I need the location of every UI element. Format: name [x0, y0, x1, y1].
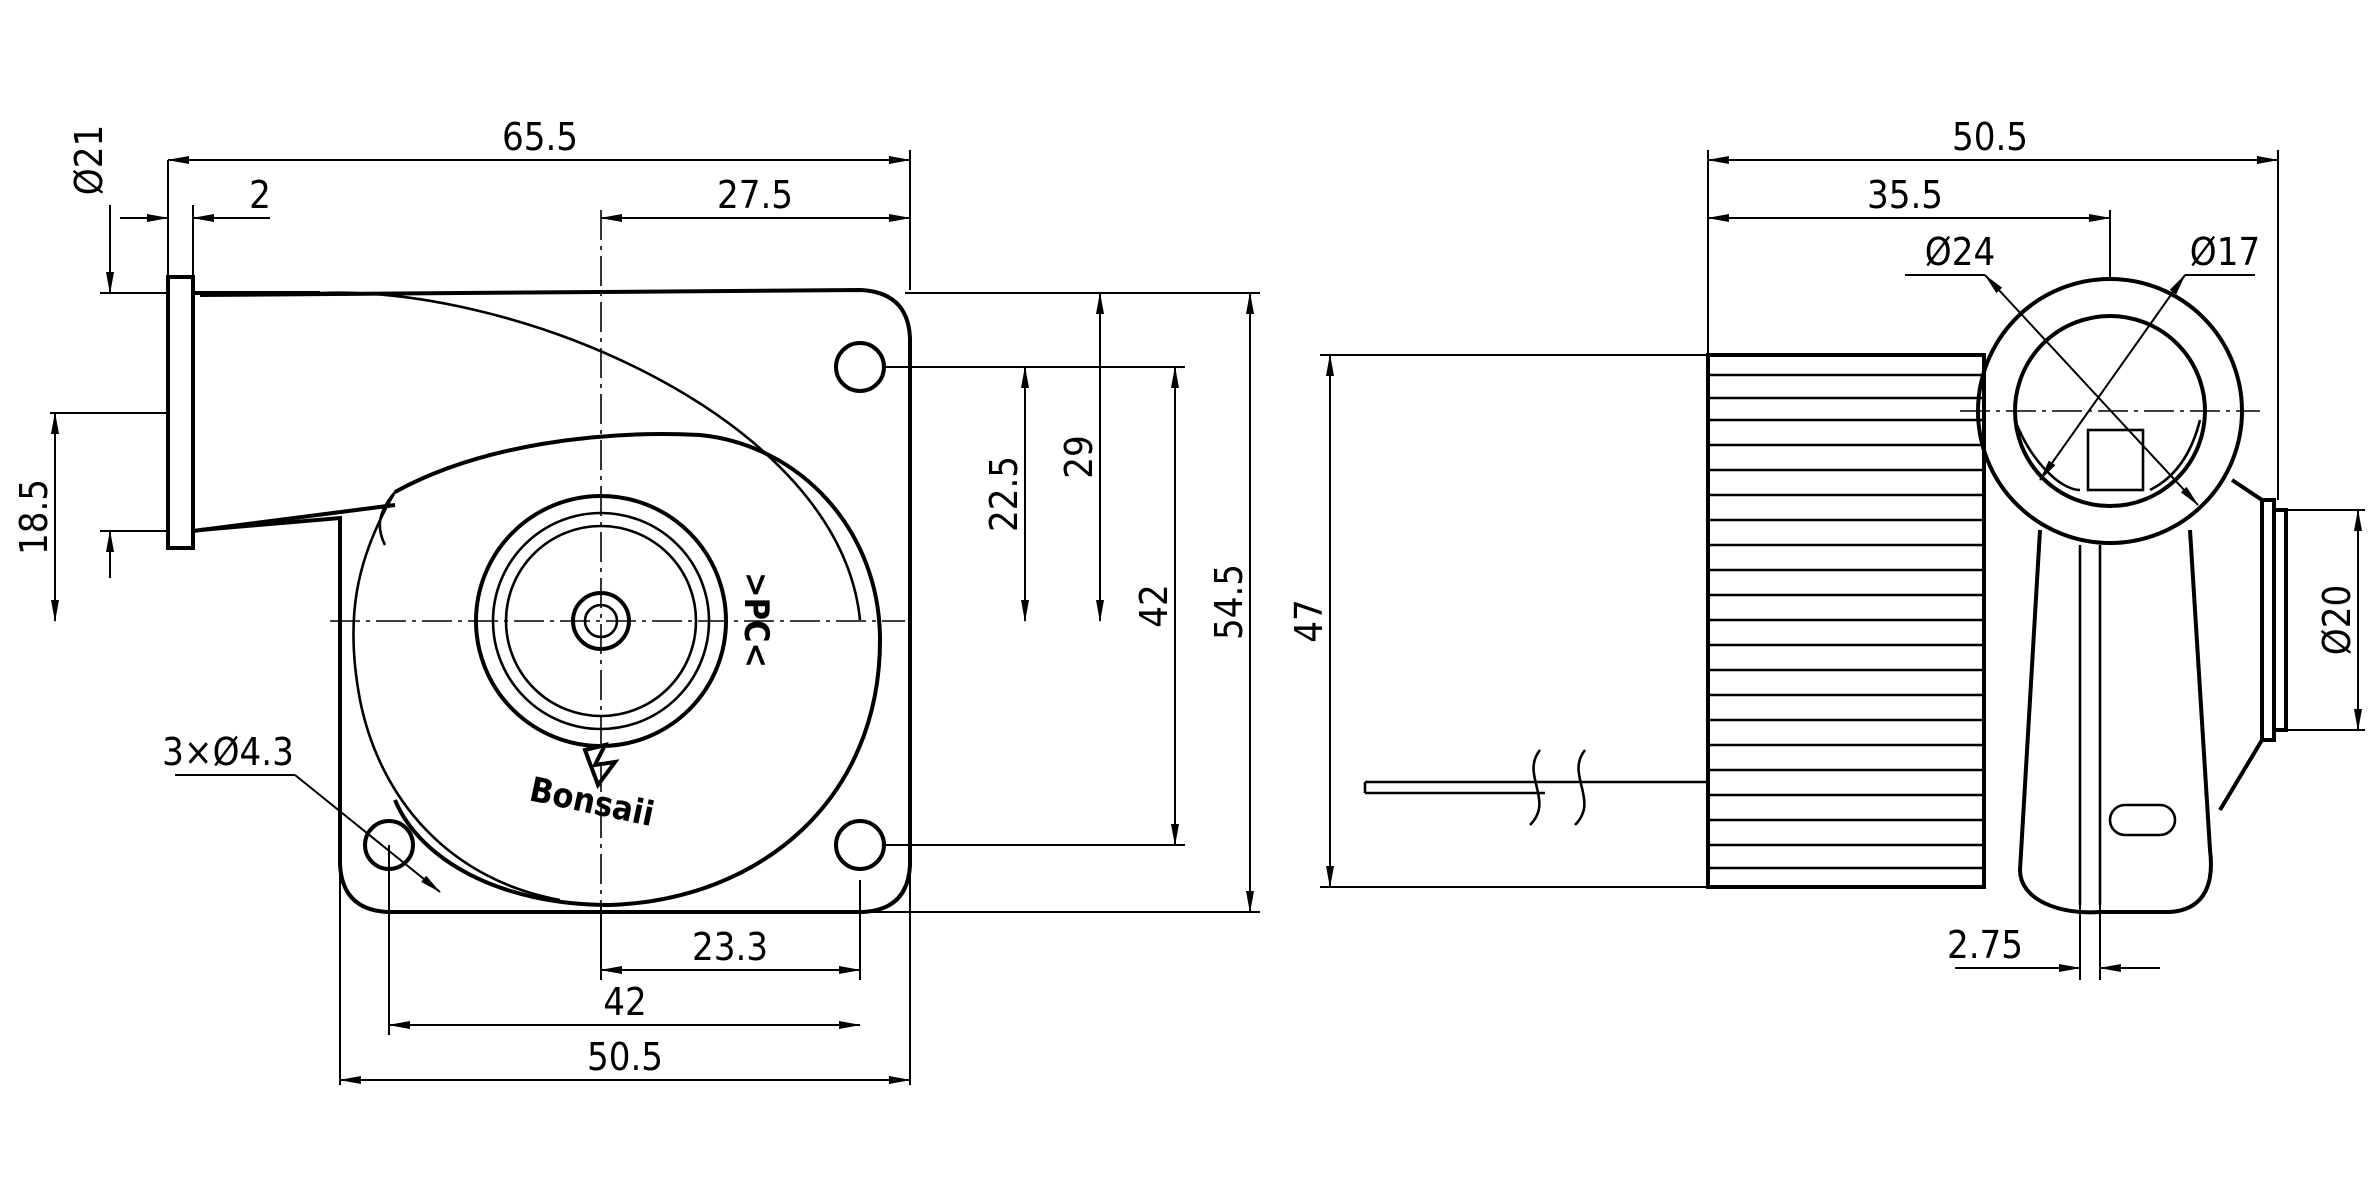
outlet-duct-bottom: [192, 503, 396, 533]
dim-overall-height: 54.5: [1207, 564, 1251, 640]
scroll-volute-inner: [352, 491, 561, 902]
outlet-flange: [166, 275, 195, 550]
mounting-hole-top-right: [834, 341, 886, 393]
dim-hole-spacing-h: 42: [603, 980, 647, 1024]
dim-overall-width: 65.5: [502, 115, 578, 159]
dim-outlet-dia: Ø21: [67, 125, 111, 195]
hub-inner: [583, 603, 619, 639]
side-slot: [2108, 803, 2177, 837]
mounting-hole-bottom-right: [834, 819, 886, 871]
dim-leader-holes-diag: [294, 774, 441, 893]
wire-break-left: [1529, 749, 1542, 826]
dim-inlet-dia: Ø20: [2315, 585, 2359, 655]
front-view: >PC< Bonsaii 65.5 2 27.5 Ø21 18.5 2: [12, 115, 1260, 1085]
dim-side-body-length: 35.5: [1867, 173, 1943, 217]
dim-side-overall-length: 50.5: [1952, 115, 2028, 159]
brand-logo-emblem: [582, 742, 620, 790]
dim-flange-thickness: 2: [249, 173, 271, 217]
housing-side-outline: [2017, 529, 2213, 915]
dim-holes: 3×Ø4.3: [162, 730, 294, 774]
dim-edge-to-center: 29: [1057, 435, 1101, 479]
scroll-tongue: [378, 491, 396, 546]
housing-outline: [199, 287, 912, 914]
inlet-ring-middle: [491, 511, 711, 731]
hub-outer: [571, 591, 631, 651]
side-view: 50.5 35.5 Ø24 Ø17 47 Ø20 2.75: [1287, 115, 2365, 980]
dim-side-body-height: 47: [1287, 599, 1331, 643]
inlet-nozzle-inner: [2272, 508, 2288, 732]
dim-outlet-height: 18.5: [12, 479, 56, 555]
dim-outlet-outer-dia: Ø24: [1925, 230, 1995, 274]
inlet-ring-inner: [504, 524, 698, 718]
dim-body-width: 50.5: [587, 1035, 663, 1079]
dim-hole-spacing-v: 42: [1132, 584, 1176, 628]
dim-outlet-inner-dia: Ø17: [2190, 230, 2260, 274]
housing-side-right: [2218, 478, 2264, 812]
dim-hole-to-center: 22.5: [982, 456, 1026, 532]
dim-center-to-hole-h: 23.3: [692, 925, 768, 969]
dim-offset: 2.75: [1947, 923, 2023, 967]
outlet-slot: [2086, 428, 2145, 492]
scroll-volute-outline: [393, 432, 883, 908]
wire-break-right: [1574, 749, 1587, 826]
housing-curve: [319, 291, 862, 621]
pc-material-mark: >PC<: [736, 572, 776, 668]
dim-leader-d17-diag: [2039, 274, 2186, 481]
motor-fins: [1708, 373, 1984, 870]
brand-logo: Bonsaii: [526, 770, 657, 835]
dim-center-to-edge: 27.5: [717, 173, 793, 217]
